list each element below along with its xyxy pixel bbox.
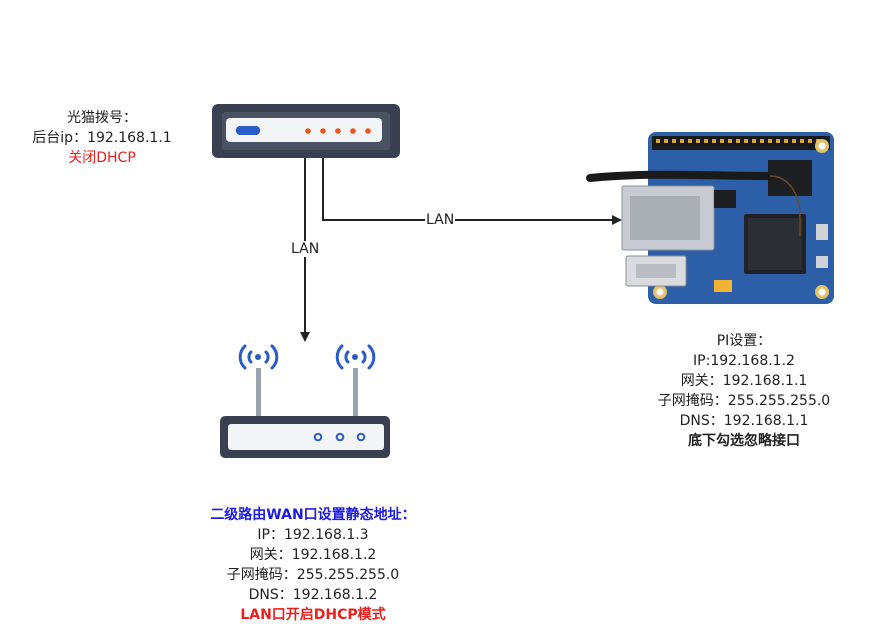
orange-pi-board-icon bbox=[586, 132, 834, 304]
modem-title: 光猫拨号： bbox=[67, 110, 137, 126]
router-title: 二级路由WAN口设置静态地址： bbox=[210, 507, 416, 523]
router-gateway: 网关：192.168.1.2 bbox=[249, 547, 377, 563]
pi-title: PI设置： bbox=[716, 333, 772, 349]
router-subnet-mask: 子网掩码：255.255.255.0 bbox=[226, 567, 400, 583]
modem-info: 光猫拨号： 后台ip：192.168.1.1 关闭DHCP bbox=[16, 108, 188, 168]
pi-dns: DNS：192.168.1.1 bbox=[679, 413, 809, 429]
pi-note: 底下勾选忽略接口 bbox=[688, 433, 800, 449]
lan-line-to-pi bbox=[322, 158, 622, 225]
pi-settings: PI设置： IP:192.168.1.2 网关：192.168.1.1 子网掩码… bbox=[634, 331, 854, 451]
lan-label-vertical: LAN bbox=[290, 241, 321, 257]
router-dns: DNS：192.168.1.2 bbox=[248, 587, 378, 603]
router-settings: 二级路由WAN口设置静态地址： IP：192.168.1.3 网关：192.16… bbox=[168, 505, 458, 625]
modem-backend-ip: 后台ip：192.168.1.1 bbox=[32, 130, 172, 146]
pi-gateway: 网关：192.168.1.1 bbox=[680, 373, 808, 389]
lan-label-horizontal: LAN bbox=[425, 212, 456, 228]
modem-icon bbox=[212, 104, 400, 158]
pi-subnet-mask: 子网掩码：255.255.255.0 bbox=[657, 393, 831, 409]
wifi-router-icon bbox=[220, 344, 390, 458]
router-ip: IP：192.168.1.3 bbox=[257, 527, 369, 543]
modem-dhcp-status: 关闭DHCP bbox=[68, 150, 136, 166]
wifi-signal-icon bbox=[238, 344, 376, 370]
pi-ip: IP:192.168.1.2 bbox=[693, 353, 795, 369]
router-lan-dhcp: LAN口开启DHCP模式 bbox=[240, 607, 386, 623]
